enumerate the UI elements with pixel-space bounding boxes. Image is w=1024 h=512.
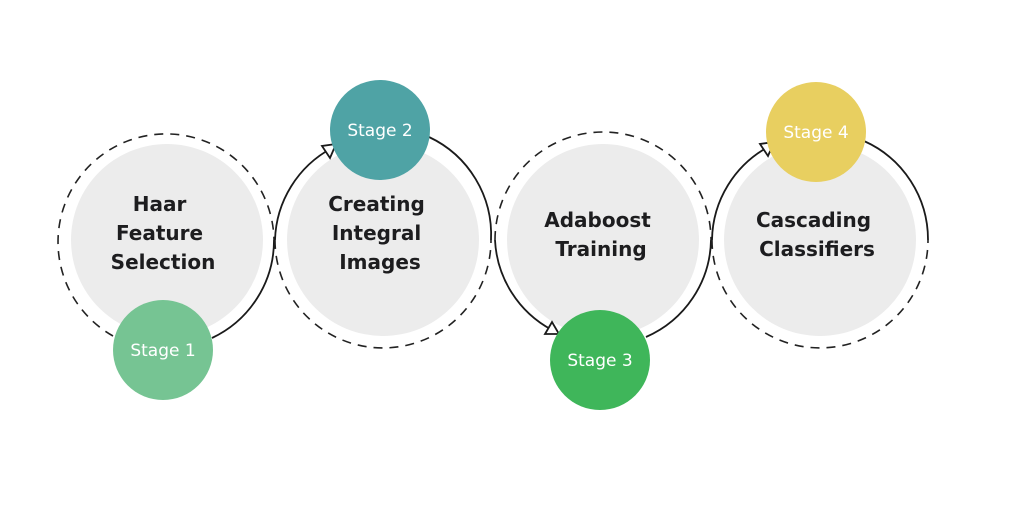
stage-4-solid-arc-in xyxy=(711,145,771,241)
stage-2-badge-circle xyxy=(330,80,430,180)
stage-1-badge-label: Stage 1 xyxy=(130,341,195,361)
stage-2-group xyxy=(274,136,492,349)
stage-2-badge: Stage 2 xyxy=(330,80,430,180)
stage-1-title: Haar Feature Selection xyxy=(111,192,216,274)
stage-1-badge-circle xyxy=(113,300,213,400)
stage-3-group xyxy=(494,131,712,338)
stage-3-dashed-ring xyxy=(494,131,712,241)
stage-1-dashed-ring xyxy=(57,133,275,337)
stage-4-dashed-ring xyxy=(711,239,929,349)
stage-4-title: Cascading Classifiers xyxy=(756,208,878,261)
arrowhead-to-stage-3 xyxy=(543,320,561,335)
arrowhead-to-stage-2 xyxy=(320,142,338,160)
stage-4-main-circle xyxy=(724,144,916,336)
stage-4-badge-label: Stage 4 xyxy=(783,123,848,143)
stage-2-title-line: Integral xyxy=(332,221,421,245)
stage-1-solid-arc xyxy=(211,239,275,339)
stage-3-main-circle xyxy=(507,144,699,336)
stage-1-badge: Stage 1 xyxy=(113,300,213,400)
stage-3-solid-arc-in xyxy=(494,239,553,331)
stage-2-title-line: Images xyxy=(339,250,421,274)
stage-4-badge-circle xyxy=(766,82,866,182)
stage-2-main-circle xyxy=(287,144,479,336)
stage-1-title-line: Haar xyxy=(133,192,187,216)
stage-2-solid-arc-out xyxy=(428,136,492,241)
stage-4-badge: Stage 4 xyxy=(766,82,866,182)
stage-3-badge: Stage 3 xyxy=(550,310,650,410)
stage-3-title: Adaboost Training xyxy=(544,208,658,261)
stage-3-badge-circle xyxy=(550,310,650,410)
stage-4-solid-arc-out xyxy=(863,140,929,241)
stage-2-solid-arc-in xyxy=(274,147,333,241)
stage-1-main-circle xyxy=(71,144,263,336)
stage-3-title-line: Adaboost xyxy=(544,208,651,232)
stage-1-title-line: Feature xyxy=(116,221,203,245)
stage-4-title-line: Cascading xyxy=(756,208,871,232)
stage-4-title-line: Classifiers xyxy=(759,237,875,261)
stage-1-group xyxy=(57,133,275,339)
stage-4-group xyxy=(711,140,929,349)
stage-2-dashed-ring xyxy=(274,239,492,349)
stage-3-solid-arc-out xyxy=(645,239,712,338)
stage-3-title-line: Training xyxy=(555,237,646,261)
stage-3-badge-label: Stage 3 xyxy=(567,351,632,371)
stage-2-title: Creating Integral Images xyxy=(328,192,432,274)
stage-2-badge-label: Stage 2 xyxy=(347,121,412,141)
stage-1-title-line: Selection xyxy=(111,250,216,274)
stage-2-title-line: Creating xyxy=(328,192,425,216)
